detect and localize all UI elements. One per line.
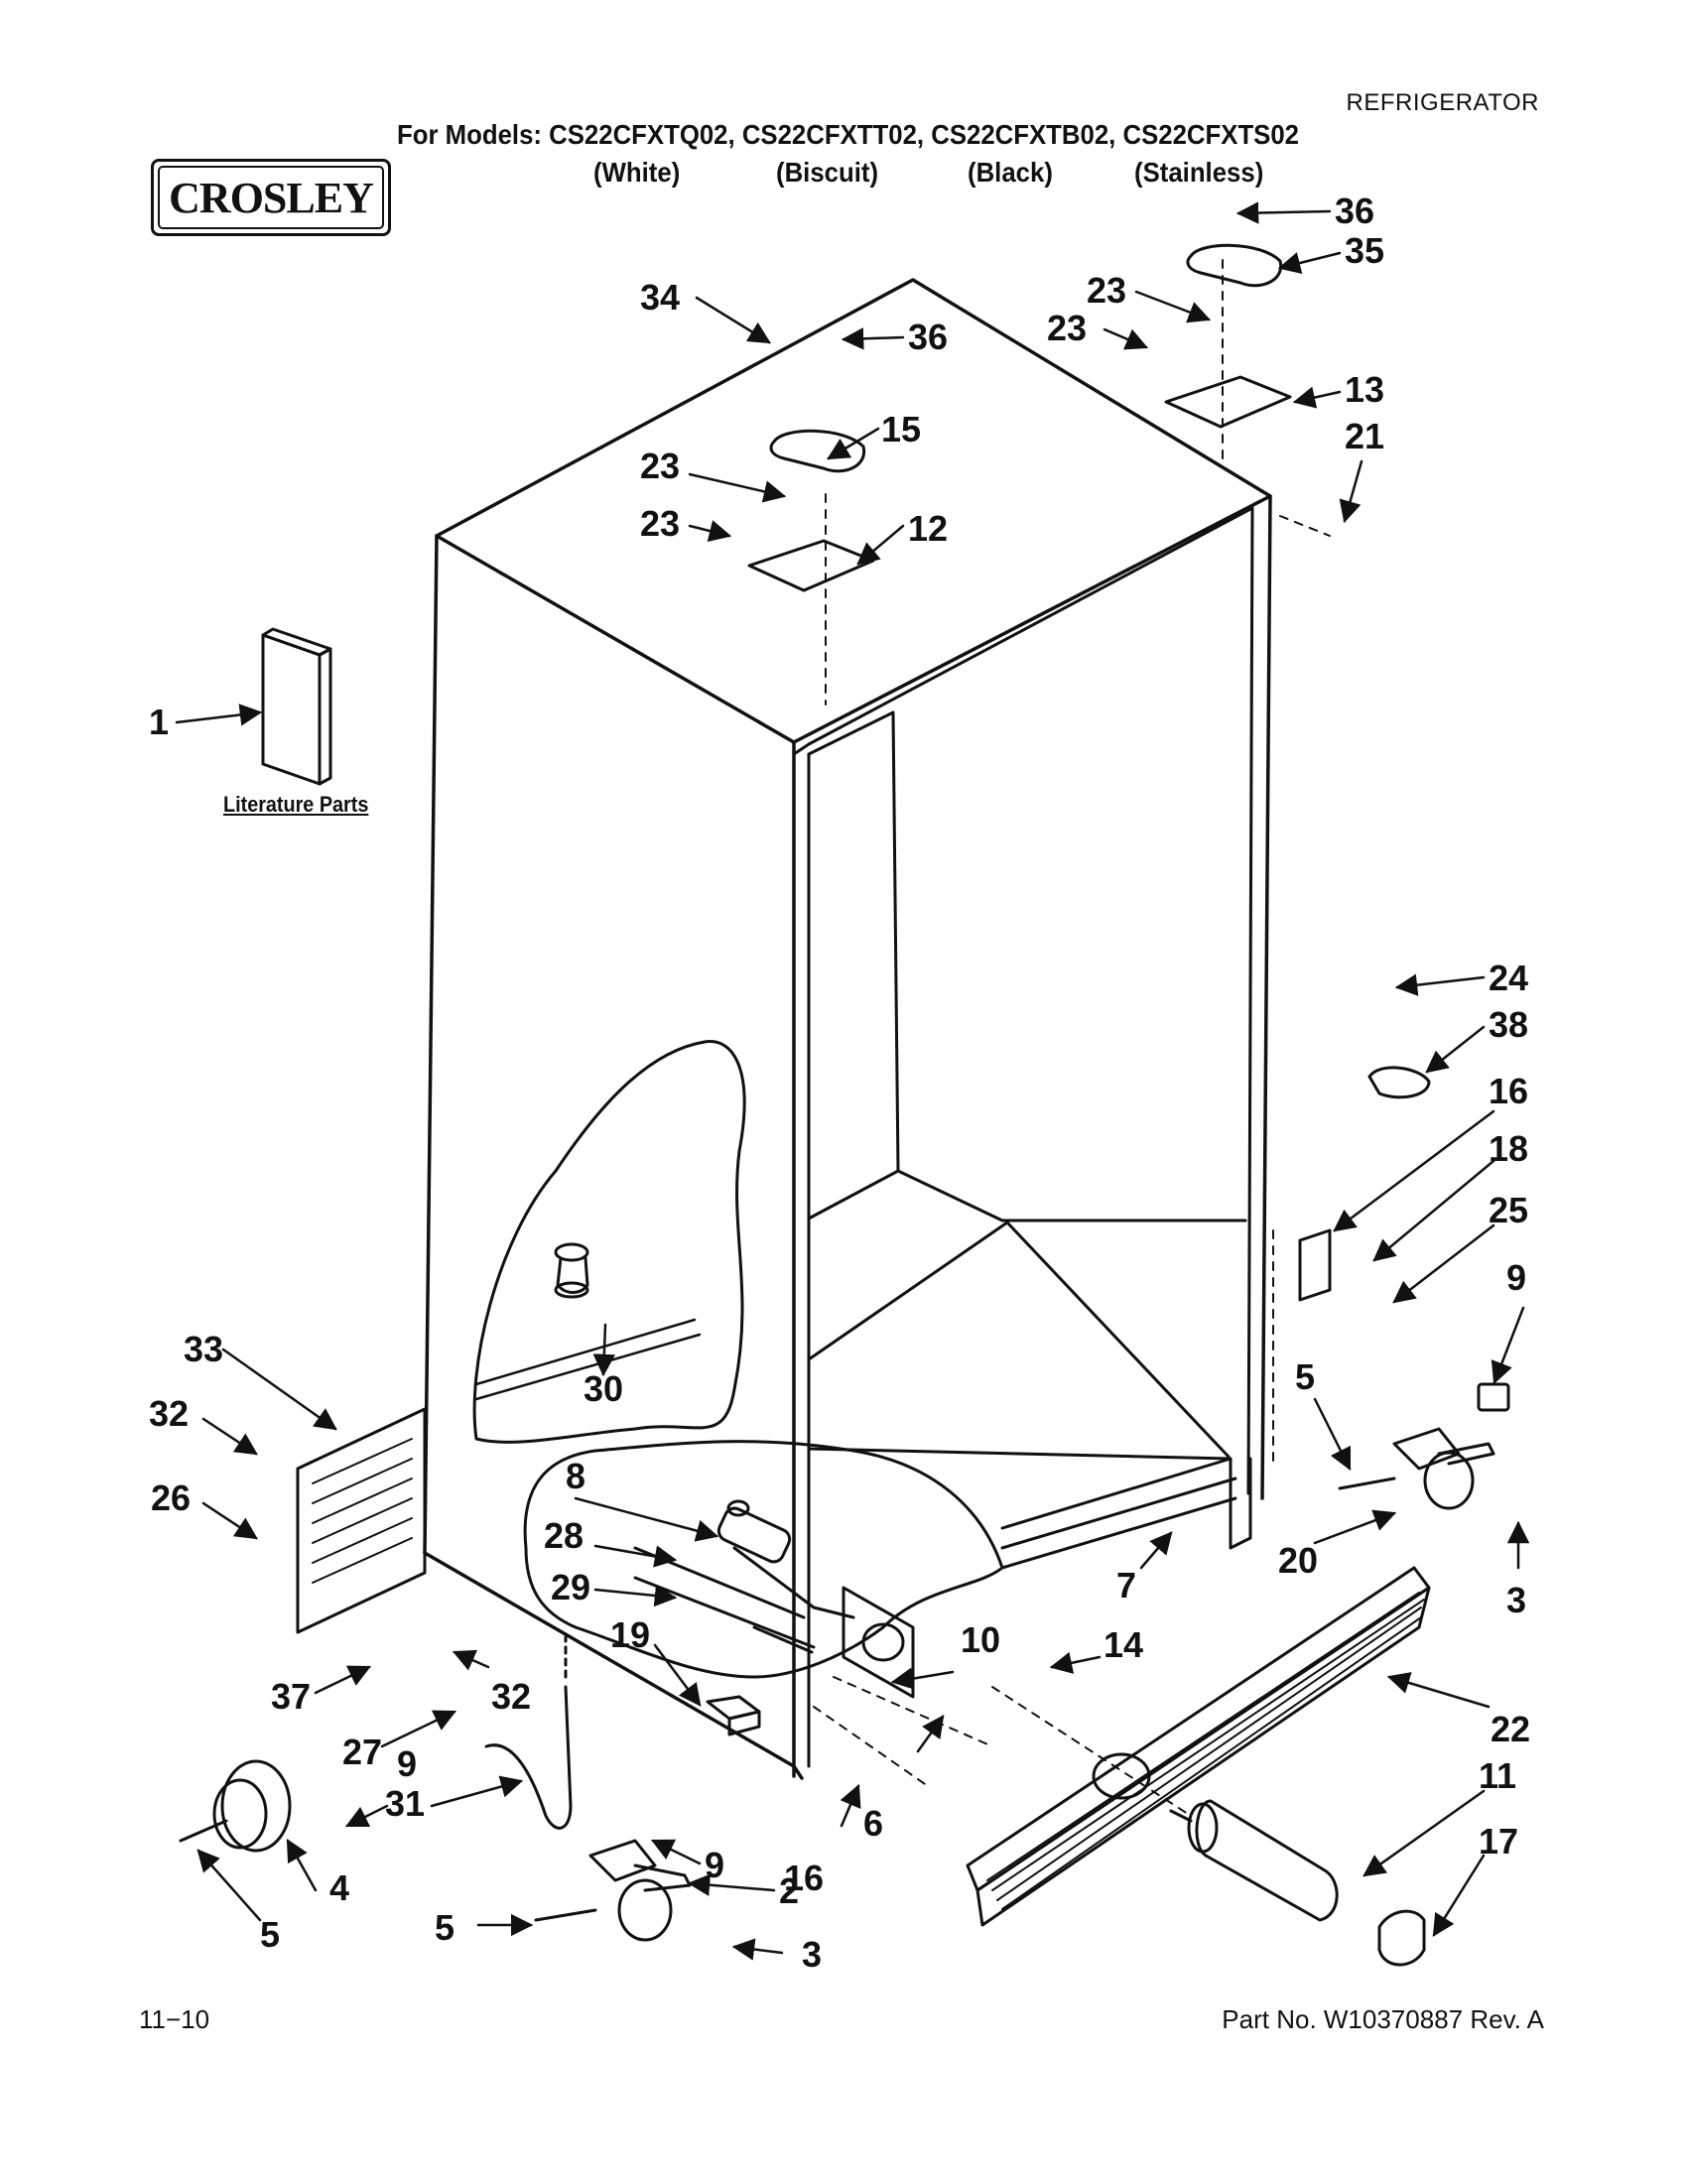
roller-front bbox=[179, 1759, 292, 1853]
callout-30: 30 bbox=[584, 1368, 623, 1409]
callout-numbers: 1 34 36 15 23 23 12 36 35 23 23 13 21 24… bbox=[149, 191, 1530, 1975]
roller-bracket bbox=[534, 1839, 692, 1942]
callout-8: 8 bbox=[566, 1456, 585, 1496]
callout-23: 23 bbox=[640, 446, 680, 486]
callout-14: 14 bbox=[1104, 1624, 1143, 1665]
callout-5: 5 bbox=[1295, 1356, 1315, 1397]
cabinet-cutout-bottom bbox=[523, 1440, 1004, 1679]
callout-16: 16 bbox=[1489, 1071, 1528, 1111]
callout-34: 34 bbox=[640, 277, 680, 318]
callout-1: 1 bbox=[149, 702, 169, 742]
callout-3: 3 bbox=[802, 1934, 822, 1975]
callout-32: 32 bbox=[491, 1676, 531, 1717]
callout-6: 6 bbox=[863, 1803, 883, 1844]
callout-28: 28 bbox=[544, 1515, 584, 1556]
callout-19: 19 bbox=[610, 1614, 650, 1655]
variant-stainless: (Stainless) bbox=[1134, 157, 1264, 188]
callout-31: 31 bbox=[385, 1783, 425, 1824]
callout-21: 21 bbox=[1345, 416, 1384, 456]
filter-cap bbox=[1377, 1909, 1426, 1967]
cabinet-cutout-left bbox=[472, 1040, 746, 1444]
hinge-top-right bbox=[1164, 243, 1292, 429]
callout-7: 7 bbox=[1116, 1565, 1136, 1606]
models-line: For Models: CS22CFXTQ02, CS22CFXTT02, CS… bbox=[397, 119, 1300, 150]
callout-13: 13 bbox=[1345, 369, 1384, 410]
alignment-lines bbox=[813, 259, 1331, 1817]
water-valve bbox=[716, 1499, 915, 1699]
callout-5: 5 bbox=[435, 1907, 454, 1948]
part-number: Part No. W10370887 Rev. A bbox=[1222, 2004, 1544, 2034]
callout-36: 36 bbox=[1335, 191, 1374, 231]
callout-26: 26 bbox=[151, 1477, 191, 1518]
clamp-block bbox=[706, 1695, 761, 1736]
logo-text: CROSLEY bbox=[169, 173, 374, 222]
cabinet bbox=[423, 278, 1272, 1780]
callout-23: 23 bbox=[1087, 270, 1126, 311]
variant-white: (White) bbox=[593, 157, 681, 188]
callout-27: 27 bbox=[342, 1732, 382, 1772]
callout-38: 38 bbox=[1489, 1004, 1528, 1045]
callout-36: 36 bbox=[908, 317, 948, 357]
callout-2: 2 bbox=[779, 1870, 799, 1911]
callout-29: 29 bbox=[551, 1567, 590, 1607]
category-label: REFRIGERATOR bbox=[1346, 89, 1539, 116]
callout-9: 9 bbox=[705, 1845, 724, 1885]
callout-23: 23 bbox=[640, 503, 680, 544]
callout-20: 20 bbox=[1278, 1540, 1318, 1581]
callout-25: 25 bbox=[1489, 1190, 1528, 1230]
water-line bbox=[484, 1635, 573, 1830]
callout-24: 24 bbox=[1489, 958, 1528, 998]
callout-33: 33 bbox=[184, 1329, 223, 1369]
callout-23: 23 bbox=[1047, 308, 1087, 348]
toe-grille bbox=[966, 1566, 1431, 1927]
callout-32: 32 bbox=[149, 1393, 189, 1434]
water-filter bbox=[1169, 1799, 1339, 1922]
callout-4: 4 bbox=[329, 1867, 349, 1908]
callout-35: 35 bbox=[1345, 230, 1384, 271]
leader-arrows bbox=[175, 201, 1530, 1961]
variant-black: (Black) bbox=[968, 157, 1053, 188]
callout-18: 18 bbox=[1489, 1128, 1528, 1169]
callout-9: 9 bbox=[1506, 1257, 1526, 1298]
literature-book bbox=[261, 627, 332, 786]
callout-12: 12 bbox=[908, 508, 948, 549]
literature-parts-label: Literature Parts bbox=[223, 792, 369, 817]
tubes bbox=[633, 1546, 816, 1654]
rear-vent-panel bbox=[296, 1407, 427, 1634]
logo-inner-frame: CROSLEY bbox=[158, 166, 384, 229]
callout-9: 9 bbox=[397, 1743, 417, 1784]
crosley-logo: CROSLEY bbox=[151, 159, 391, 236]
roller-bracket-right bbox=[1338, 1427, 1495, 1510]
hinge-top-left bbox=[747, 429, 875, 592]
callout-37: 37 bbox=[271, 1676, 311, 1717]
callout-5: 5 bbox=[260, 1914, 280, 1955]
date-code: 11−10 bbox=[139, 2004, 210, 2034]
callout-10: 10 bbox=[961, 1619, 1000, 1660]
callout-17: 17 bbox=[1479, 1821, 1518, 1862]
callout-22: 22 bbox=[1491, 1709, 1530, 1749]
callout-11: 11 bbox=[1479, 1755, 1516, 1796]
callout-16: 16 bbox=[784, 1858, 824, 1898]
callout-15: 15 bbox=[881, 409, 921, 450]
callout-3: 3 bbox=[1506, 1580, 1526, 1620]
variant-biscuit: (Biscuit) bbox=[776, 157, 879, 188]
